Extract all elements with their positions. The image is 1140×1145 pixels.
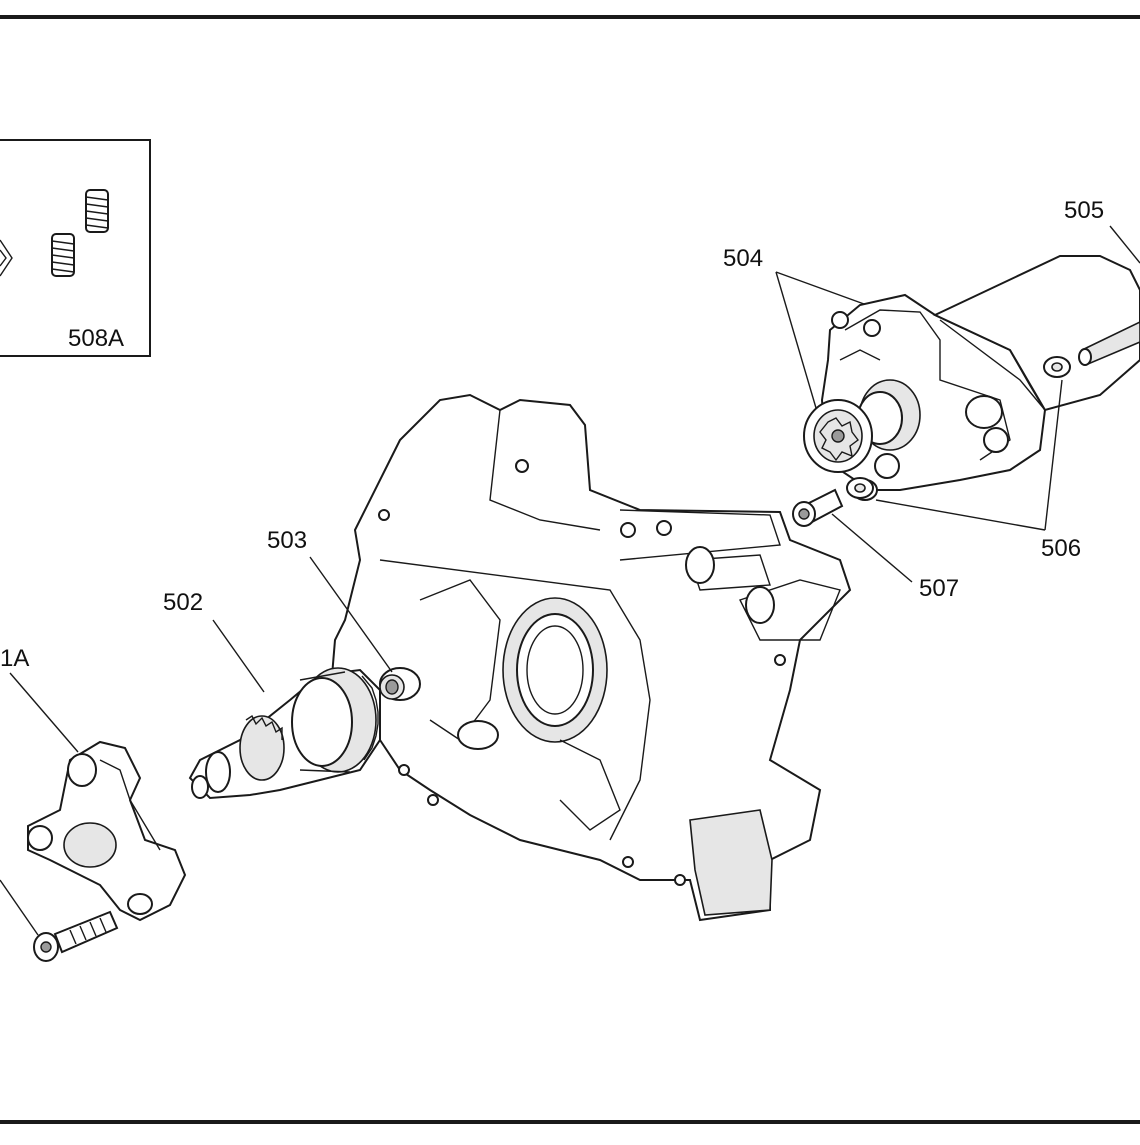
spring-icon xyxy=(85,189,109,233)
callout-labels: 1A 502 503 504 505 506 507 xyxy=(0,197,1104,672)
starter-housing-504 xyxy=(803,293,1047,501)
callout-506: 506 xyxy=(1041,535,1081,562)
callout-504: 504 xyxy=(723,245,763,272)
leader-lines xyxy=(0,225,1140,936)
page-frame xyxy=(0,15,1140,1124)
bolt-501a xyxy=(33,910,119,962)
callout-507: 507 xyxy=(919,575,959,602)
washer-506 xyxy=(846,477,874,499)
callout-502: 502 xyxy=(163,589,203,616)
crankcase-housing xyxy=(328,393,852,922)
inset-508a: 508A xyxy=(0,139,151,357)
screw-507 xyxy=(792,488,844,527)
starter-motor-505 xyxy=(932,255,1140,412)
callout-505: 505 xyxy=(1064,197,1104,224)
callout-503: 503 xyxy=(267,527,307,554)
spring-icon xyxy=(51,233,75,277)
bracket-501a xyxy=(27,740,187,922)
callout-501a: 1A xyxy=(0,645,29,672)
washer-506 xyxy=(1043,356,1071,378)
bushing-503 xyxy=(379,667,421,701)
starter-gear-502 xyxy=(188,667,381,800)
inset-label: 508A xyxy=(68,325,124,352)
